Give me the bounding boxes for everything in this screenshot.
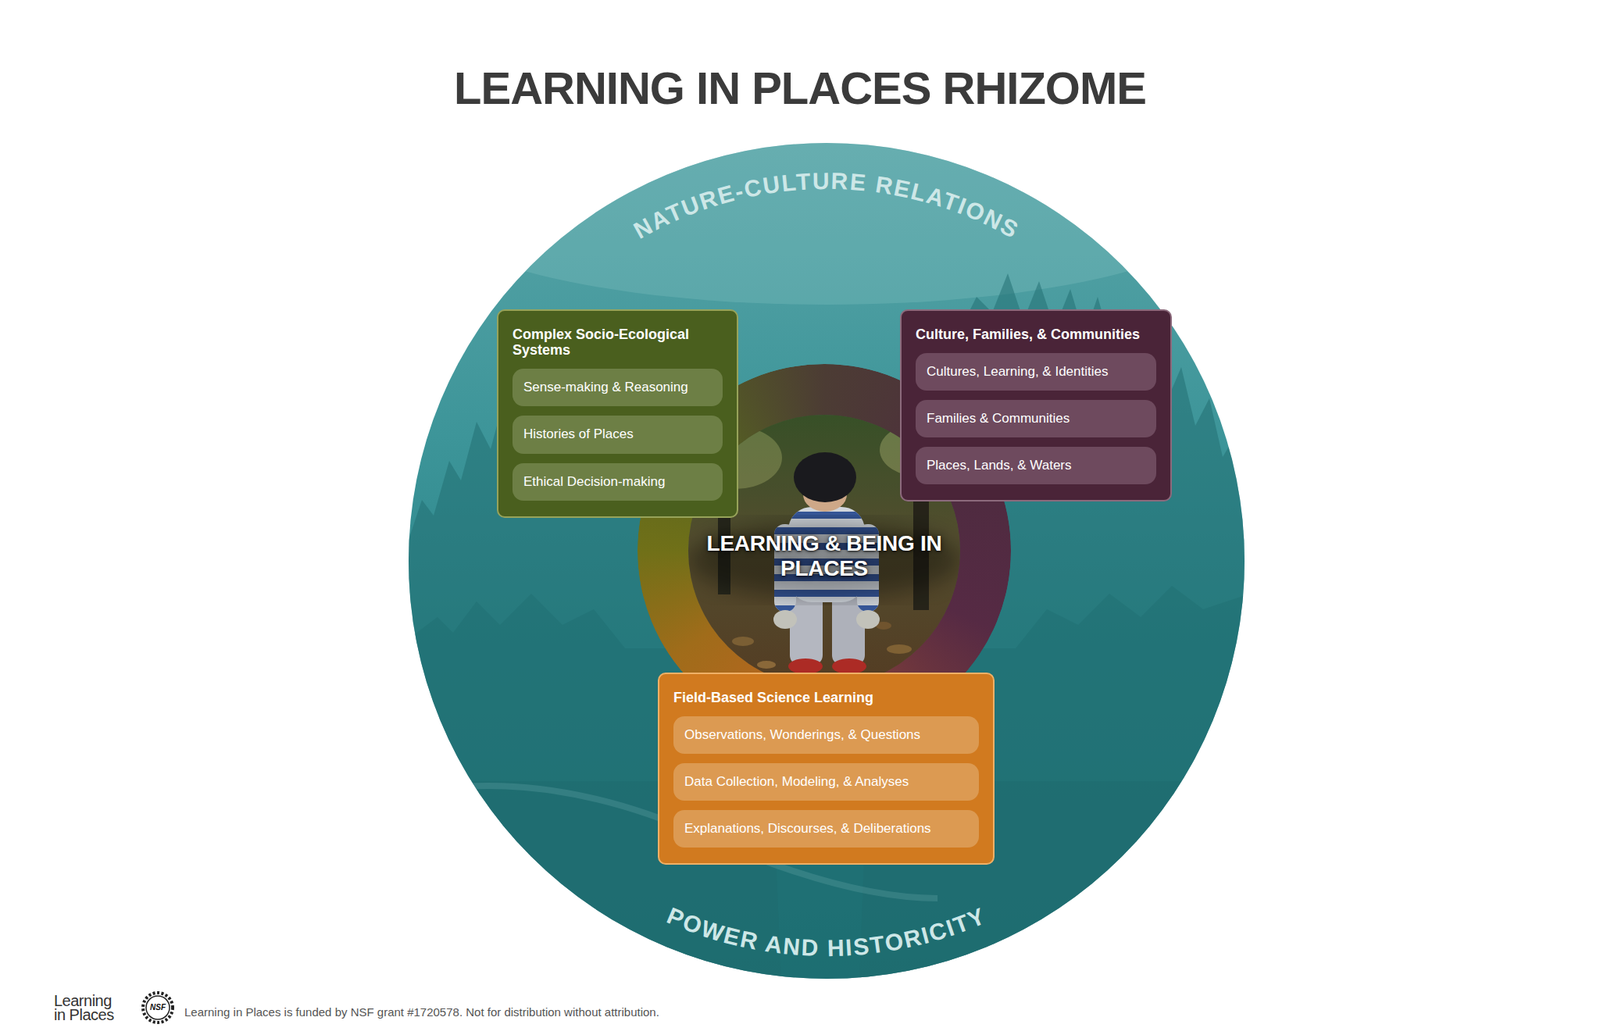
theme-box: Culture, Families, & CommunitiesCultures…: [900, 309, 1172, 502]
logo-wordmark: Learning in Places: [53, 993, 126, 1022]
practice-pill: Observations, Wonderings, & Questions: [673, 716, 979, 754]
theme-box: Field-Based Science LearningObservations…: [657, 672, 995, 865]
practice-pill: Ethical Decision-making: [512, 463, 723, 501]
outer-circle: NATURE-CULTURE RELATIONS POWER AND HISTOR…: [408, 142, 1245, 979]
practice-pill: Sense-making & Reasoning: [512, 368, 723, 407]
nsf-logo: [142, 992, 173, 1023]
box-heading: Culture, Families, & Communities: [915, 326, 1157, 343]
arc-label-path: POWER AND HISTORICITY: [663, 902, 990, 961]
pill-label: Cultures, Learning, & Identities: [926, 363, 1146, 381]
practice-pill: Places, Lands, & Waters: [915, 446, 1157, 485]
pill-label: Ethical Decision-making: [523, 473, 712, 491]
diagram-title: LEARNING IN PLACES RHIZOME: [0, 65, 1600, 111]
box-heading: Field-Based Science Learning: [673, 689, 979, 706]
funding-note: Learning in Places is funded by NSF gran…: [184, 1005, 888, 1020]
arc-label: POWER AND HISTORICITY: [663, 902, 990, 961]
pill-label: Places, Lands, & Waters: [926, 457, 1146, 475]
pill-label: Histories of Places: [523, 425, 712, 443]
center-label: LEARNING & BEING IN PLACES: [702, 531, 947, 582]
nsf-logo-text: NSF: [146, 1003, 170, 1013]
practice-pill: Families & Communities: [915, 400, 1157, 438]
pill-label: Explanations, Discourses, & Deliberation…: [684, 820, 968, 838]
pill-label: Families & Communities: [926, 410, 1146, 428]
theme-box: Complex Socio-Ecological SystemsSense-ma…: [496, 309, 739, 518]
arc-label-path: NATURE-CULTURE RELATIONS: [629, 167, 1025, 244]
practice-pill: Data Collection, Modeling, & Analyses: [673, 763, 979, 801]
forest-silhouette: [406, 101, 1250, 985]
pill-label: Data Collection, Modeling, & Analyses: [684, 773, 968, 791]
practice-pill: Explanations, Discourses, & Deliberation…: [673, 810, 979, 848]
arc-label: NATURE-CULTURE RELATIONS: [629, 167, 1025, 244]
practice-pill: Cultures, Learning, & Identities: [915, 353, 1157, 391]
practice-pill: Histories of Places: [512, 415, 723, 454]
pill-label: Sense-making & Reasoning: [523, 378, 712, 397]
box-heading: Complex Socio-Ecological Systems: [512, 326, 723, 358]
pill-label: Observations, Wonderings, & Questions: [684, 726, 968, 744]
